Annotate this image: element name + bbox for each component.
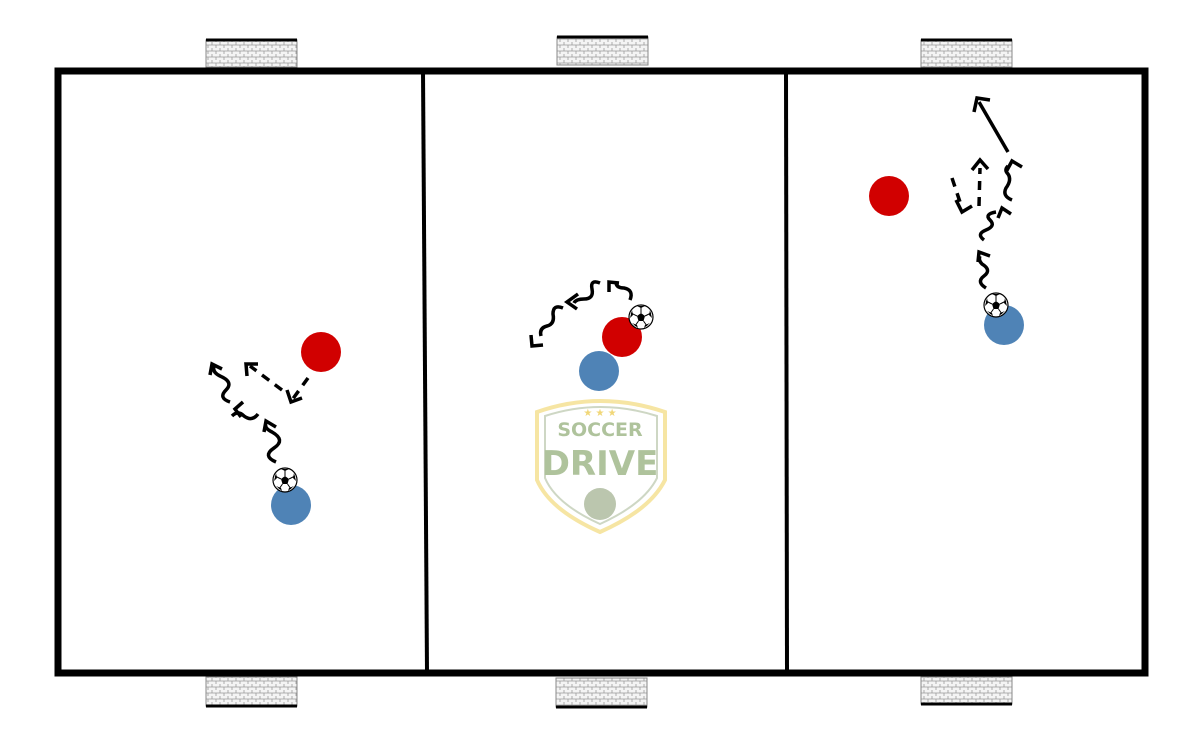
run-dashed [950,177,964,209]
goals [205,35,1013,709]
logo-text-top: SOCCER [557,419,643,441]
ball-icon [628,304,654,330]
chevron-arrow [970,157,990,172]
defender-red [869,176,909,216]
chevron-arrow [208,361,223,376]
chevron-arrow [262,418,277,433]
dribble-path [978,210,997,242]
chevron-arrow [607,280,620,292]
goal-bottom-left [205,676,298,708]
goal-bottom-middle [555,677,648,709]
arrowhead [972,96,991,113]
section-middle [529,280,654,391]
attacker-blue [271,485,311,525]
dribble-path [538,305,564,337]
chevron-arrow [1004,158,1023,173]
dribble-path [572,280,601,304]
goal-top-left [205,38,298,68]
ball-icon [272,467,298,493]
chevron-arrow [232,400,245,419]
goal-top-right [920,38,1013,68]
section-right [869,96,1024,345]
chevron-arrow [996,205,1012,219]
chevron-arrow [285,389,303,405]
goal-top-middle [556,35,649,66]
run-dashed [248,364,284,392]
defender-red [602,317,642,357]
run-solid [977,101,1010,153]
divider-line-1 [421,70,429,674]
pass-dashed [977,167,982,207]
section-left [208,332,341,525]
chevron-arrow [244,362,258,377]
chevron-arrow [954,199,973,215]
pass-dashed [290,376,310,402]
chevron-arrow [976,249,991,263]
defender-red [301,332,341,372]
chevron-arrow [563,292,580,311]
logo-text-bottom: DRIVE [542,444,659,484]
dribble-path [211,365,231,404]
attacker-blue [579,351,619,391]
soccer-drive-logo: ★ ★ ★ SOCCER DRIVE [535,399,667,535]
dribble-path [614,281,633,301]
logo-stars: ★ ★ ★ [583,408,616,419]
goal-bottom-right [920,676,1013,706]
dribble-path [230,411,260,421]
chevron-arrow [529,334,544,348]
ball-icon [983,292,1009,318]
divider-line-2 [784,70,789,674]
